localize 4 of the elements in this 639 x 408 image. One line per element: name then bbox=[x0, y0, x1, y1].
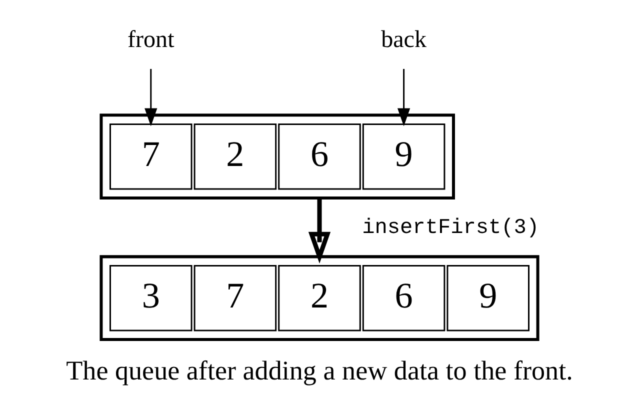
caption: The queue after adding a new data to the front. bbox=[66, 355, 573, 386]
node-text: front bbox=[127, 27, 174, 54]
edge-label: insertFirst(3) bbox=[362, 216, 540, 240]
node-text: back bbox=[381, 27, 427, 54]
